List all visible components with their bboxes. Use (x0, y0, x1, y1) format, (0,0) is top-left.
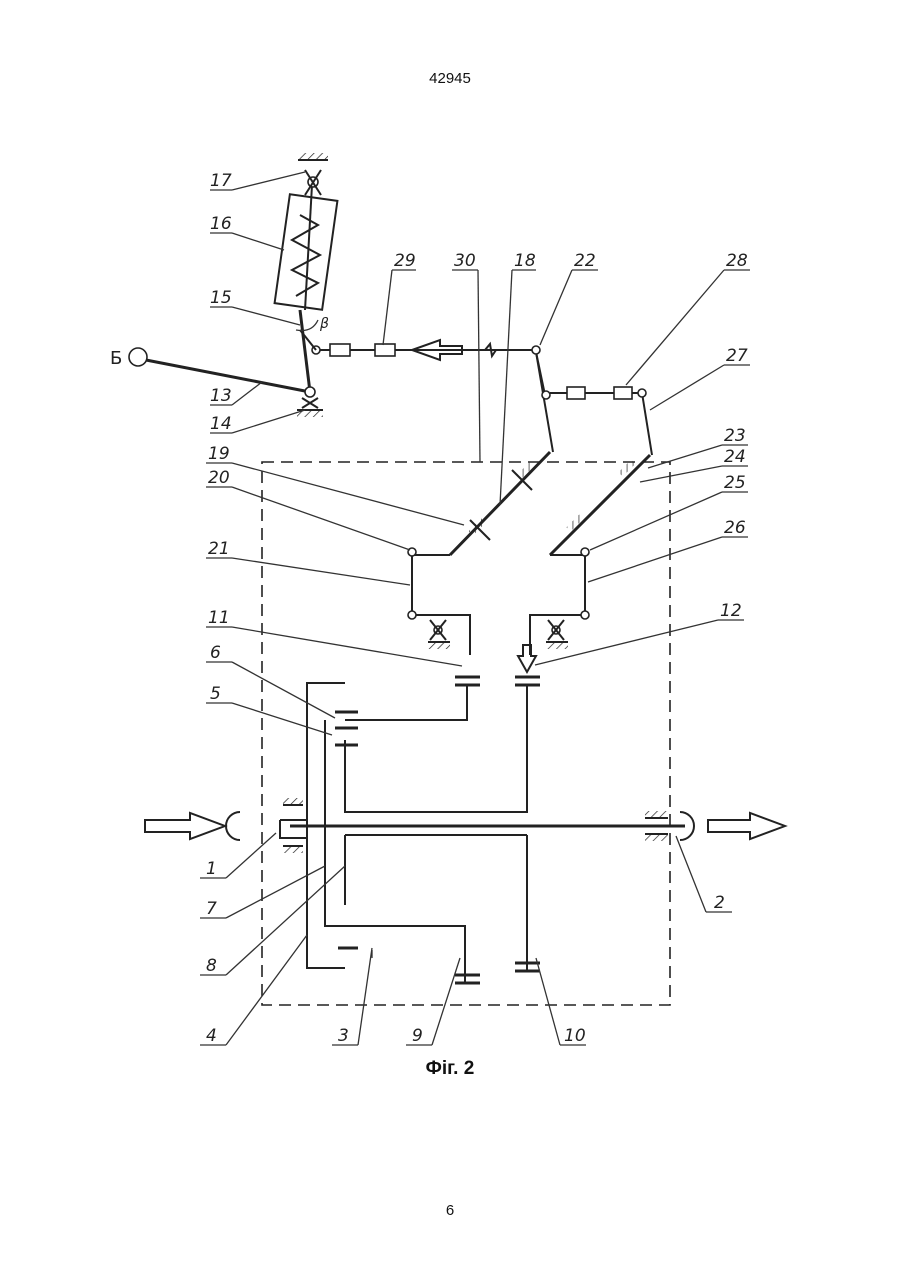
label-13: 13 (210, 386, 232, 406)
label-21: 21 (208, 539, 230, 559)
part-labels: 17 16 15 13 14 29 30 18 22 28 27 23 24 2… (110, 171, 748, 1046)
label-26: 26 (724, 518, 746, 538)
label-19: 19 (208, 444, 230, 464)
housing-outline (262, 462, 670, 1005)
label-2: 2 (714, 893, 725, 913)
label-27: 27 (726, 346, 748, 366)
label-angle-beta: β (319, 316, 329, 332)
label-23: 23 (724, 426, 746, 446)
label-15: 15 (210, 288, 232, 308)
label-8: 8 (206, 956, 217, 976)
label-29: 29 (394, 251, 416, 271)
label-24: 24 (724, 447, 746, 467)
page-number: 6 (0, 1202, 900, 1219)
label-5: 5 (210, 684, 221, 704)
member-6 (345, 685, 467, 720)
label-20: 20 (208, 468, 230, 488)
lever-15 (300, 310, 310, 392)
label-11: 11 (208, 608, 230, 628)
label-6: 6 (210, 643, 221, 663)
label-22: 22 (574, 251, 596, 271)
rod-27 (642, 393, 652, 455)
label-18: 18 (514, 251, 536, 271)
input-shaft-1 (280, 820, 307, 838)
label-28: 28 (726, 251, 748, 271)
label-14: 14 (210, 414, 232, 434)
label-25: 25 (724, 473, 746, 493)
label-4: 4 (206, 1026, 217, 1046)
label-3: 3 (338, 1026, 349, 1046)
callouts (200, 172, 750, 1045)
label-input-letter: Б (110, 348, 122, 369)
label-10: 10 (564, 1026, 586, 1046)
label-9: 9 (412, 1026, 423, 1046)
member-5 (345, 685, 527, 812)
label-16: 16 (210, 214, 232, 234)
label-1: 1 (206, 859, 217, 879)
input-arrow (145, 813, 225, 839)
cam-24 (550, 455, 650, 555)
label-30: 30 (454, 251, 476, 271)
label-17: 17 (210, 171, 232, 191)
label-7: 7 (206, 899, 217, 919)
label-12: 12 (720, 601, 742, 621)
figure-caption: Фіг. 2 (0, 1058, 900, 1080)
output-arrow (708, 813, 785, 839)
